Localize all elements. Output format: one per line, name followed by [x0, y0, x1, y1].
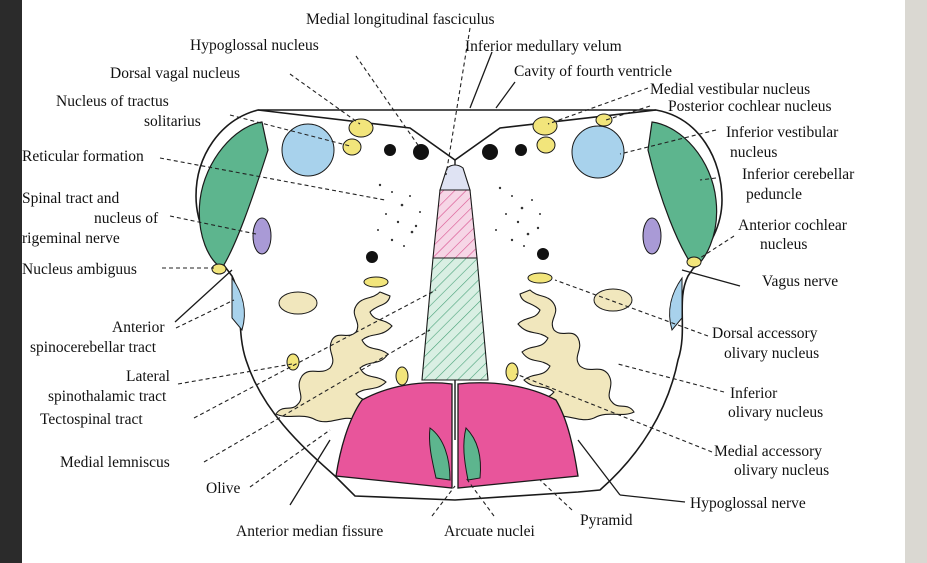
label-olive: Olive	[206, 480, 241, 497]
label-nucleus-ambiguus: Nucleus ambiguus	[22, 261, 137, 278]
label-lateral-spinothalamic-2: spinothalamic tract	[48, 388, 167, 405]
right-dorsal-vagal-dot	[515, 144, 527, 156]
right-medial-vestibular-nucleus	[533, 117, 557, 135]
left-trigeminal-tract	[253, 218, 271, 254]
label-anterior-median-fissure: Anterior median fissure	[236, 523, 383, 540]
label-inferior-vestibular-2: nucleus	[730, 144, 777, 161]
label-inferior-cerebellar-1: Inferior cerebellar	[742, 166, 855, 183]
label-medial-accessory-2: olivary nucleus	[734, 462, 829, 479]
label-anterior-spinocerebellar-2: spinocerebellar tract	[30, 339, 157, 356]
label-spinal-tract-3: rigeminal nerve	[22, 230, 120, 247]
medial-lemniscus	[422, 258, 488, 380]
left-solitary-nucleus	[343, 139, 361, 155]
right-nucleus-ambiguus-dot	[537, 248, 549, 260]
label-hypoglossal-nerve: Hypoglossal nerve	[690, 495, 806, 512]
label-pyramid: Pyramid	[580, 512, 633, 529]
label-posterior-cochlear-nucleus: Posterior cochlear nucleus	[668, 98, 832, 115]
label-dorsal-accessory-1: Dorsal accessory	[712, 325, 818, 342]
left-nucleus-ambiguus	[212, 264, 226, 274]
label-spinal-tract-1: Spinal tract and	[22, 190, 120, 207]
label-vagus-nerve: Vagus nerve	[762, 273, 838, 290]
label-anterior-spinocerebellar-1: Anterior	[112, 319, 165, 336]
label-nucleus-tractus-1: Nucleus of tractus	[56, 93, 169, 110]
label-inferior-vestibular-1: Inferior vestibular	[726, 124, 839, 141]
left-dorsal-vagal-dot	[384, 144, 396, 156]
label-hypoglossal-nucleus: Hypoglossal nucleus	[190, 37, 319, 54]
left-medial-accessory-olive	[396, 367, 408, 385]
medial-longitudinal-fasciculus	[433, 190, 477, 258]
left-inferior-vestibular-nucleus	[282, 124, 334, 176]
label-spinal-tract-2: nucleus of	[94, 210, 159, 227]
label-inferior-olivary-2: olivary nucleus	[728, 404, 823, 421]
right-trigeminal-tract	[643, 218, 661, 254]
label-medial-lemniscus: Medial lemniscus	[60, 454, 170, 471]
right-dorsal-accessory-olive	[528, 273, 552, 283]
left-dorsal-vagal-nucleus	[349, 119, 373, 137]
label-inferior-cerebellar-2: peduncle	[746, 186, 802, 203]
right-medial-accessory-olive	[506, 363, 518, 381]
label-medial-longitudinal-fasciculus: Medial longitudinal fasciculus	[306, 11, 495, 28]
label-cavity-fourth-ventricle: Cavity of fourth ventricle	[514, 63, 672, 80]
label-arcuate-nuclei: Arcuate nuclei	[444, 523, 535, 540]
left-dorsal-accessory-olive	[364, 277, 388, 287]
label-anterior-cochlear-2: nucleus	[760, 236, 807, 253]
label-nucleus-tractus-2: solitarius	[144, 113, 201, 130]
right-small-olive	[594, 289, 632, 311]
label-medial-vestibular-nucleus: Medial vestibular nucleus	[650, 81, 810, 98]
right-posterior-cochlear-nucleus	[596, 114, 612, 126]
left-nucleus-ambiguus-dot	[366, 251, 378, 263]
label-reticular-formation: Reticular formation	[22, 148, 144, 165]
label-inferior-medullary-velum: Inferior medullary velum	[465, 38, 622, 55]
right-anterior-cochlear-nucleus	[687, 257, 701, 267]
label-medial-accessory-1: Medial accessory	[714, 443, 822, 460]
right-inferior-vestibular-nucleus	[572, 126, 624, 178]
label-lateral-spinothalamic-1: Lateral	[126, 368, 170, 385]
right-solitary-nucleus	[537, 137, 555, 153]
right-hypoglossal-nucleus	[482, 144, 498, 160]
label-tectospinal-tract: Tectospinal tract	[40, 411, 143, 428]
left-hypoglossal-nucleus	[413, 144, 429, 160]
left-small-olive	[279, 292, 317, 314]
label-dorsal-accessory-2: olivary nucleus	[724, 345, 819, 362]
label-anterior-cochlear-1: Anterior cochlear	[738, 217, 848, 234]
label-dorsal-vagal-nucleus: Dorsal vagal nucleus	[110, 65, 240, 82]
label-inferior-olivary-1: Inferior	[730, 385, 778, 402]
